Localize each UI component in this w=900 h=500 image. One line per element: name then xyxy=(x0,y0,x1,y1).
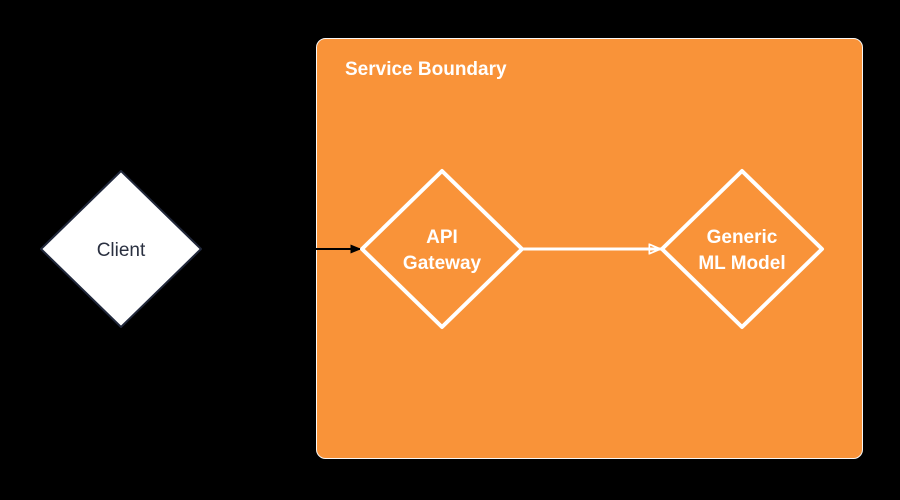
diamond-shape[interactable] xyxy=(40,170,202,328)
node-api-gateway[interactable]: API Gateway xyxy=(360,169,524,329)
diamond-shape[interactable] xyxy=(360,169,524,329)
node-label-generic-ml-model-line-1: Generic xyxy=(707,227,778,248)
node-client[interactable]: Client xyxy=(40,170,202,328)
node-label-generic-ml-model-line-2: ML Model xyxy=(698,253,785,274)
node-label-client-line-1: Client xyxy=(97,240,146,261)
service-boundary-label: Service Boundary xyxy=(345,59,507,80)
node-label-api-gateway-line-2: Gateway xyxy=(403,253,482,274)
node-label-api-gateway-line-1: API xyxy=(426,227,458,248)
diamond-shape[interactable] xyxy=(660,169,824,329)
node-generic-ml-model[interactable]: Generic ML Model xyxy=(660,169,824,329)
